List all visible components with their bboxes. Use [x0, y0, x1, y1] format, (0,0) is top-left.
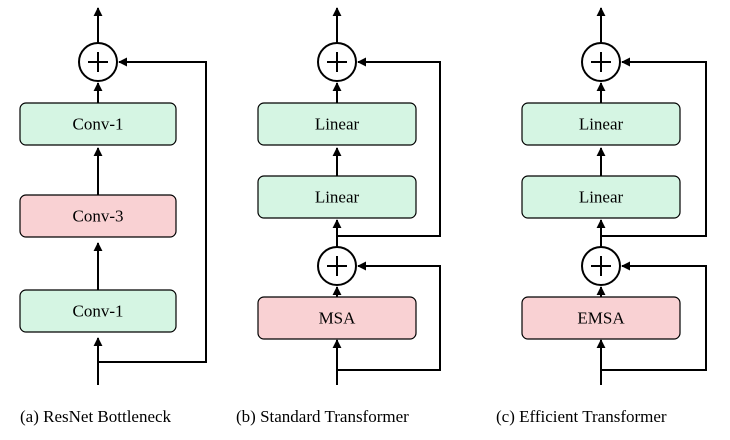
block-label: Linear	[579, 115, 624, 134]
circle-plus-icon	[317, 42, 357, 82]
panel-resnet-bottleneck: Conv-1 Conv-3 Conv-1 (a) ResNet Bottlene…	[19, 7, 207, 426]
block-emsa: EMSA	[521, 296, 681, 340]
block-msa: MSA	[257, 296, 417, 340]
circle-plus-icon	[581, 42, 621, 82]
block-linear-lower: Linear	[257, 175, 417, 219]
panel-caption: (c) Efficient Transformer	[496, 407, 667, 426]
circle-plus-icon	[78, 42, 118, 82]
residual-skip-arrow-lower	[337, 261, 441, 371]
block-label: MSA	[319, 309, 357, 328]
block-label: Linear	[315, 115, 360, 134]
panel-standard-transformer: MSA Linear Linear (b) Standard Transform…	[236, 7, 441, 426]
panel-efficient-transformer: EMSA Linear Linear (c) Efficient Transfo…	[496, 7, 707, 426]
residual-skip-arrow-upper	[601, 57, 707, 237]
circle-plus-icon	[317, 246, 357, 286]
block-label: Conv-1	[73, 302, 124, 321]
block-label: Linear	[315, 188, 360, 207]
block-conv1-bottom: Conv-1	[19, 289, 177, 333]
panel-caption: (a) ResNet Bottleneck	[20, 407, 172, 426]
block-conv1-top: Conv-1	[19, 102, 177, 146]
circle-plus-icon	[581, 246, 621, 286]
block-label: Linear	[579, 188, 624, 207]
block-linear-lower: Linear	[521, 175, 681, 219]
panel-caption: (b) Standard Transformer	[236, 407, 409, 426]
block-label: Conv-3	[73, 207, 124, 226]
residual-skip-arrow	[98, 57, 207, 363]
block-conv3: Conv-3	[19, 194, 177, 238]
block-label: Conv-1	[73, 115, 124, 134]
block-linear-upper: Linear	[521, 102, 681, 146]
residual-skip-arrow-upper	[337, 57, 441, 237]
block-linear-upper: Linear	[257, 102, 417, 146]
residual-skip-arrow-lower	[601, 261, 707, 371]
block-label: EMSA	[577, 309, 625, 328]
